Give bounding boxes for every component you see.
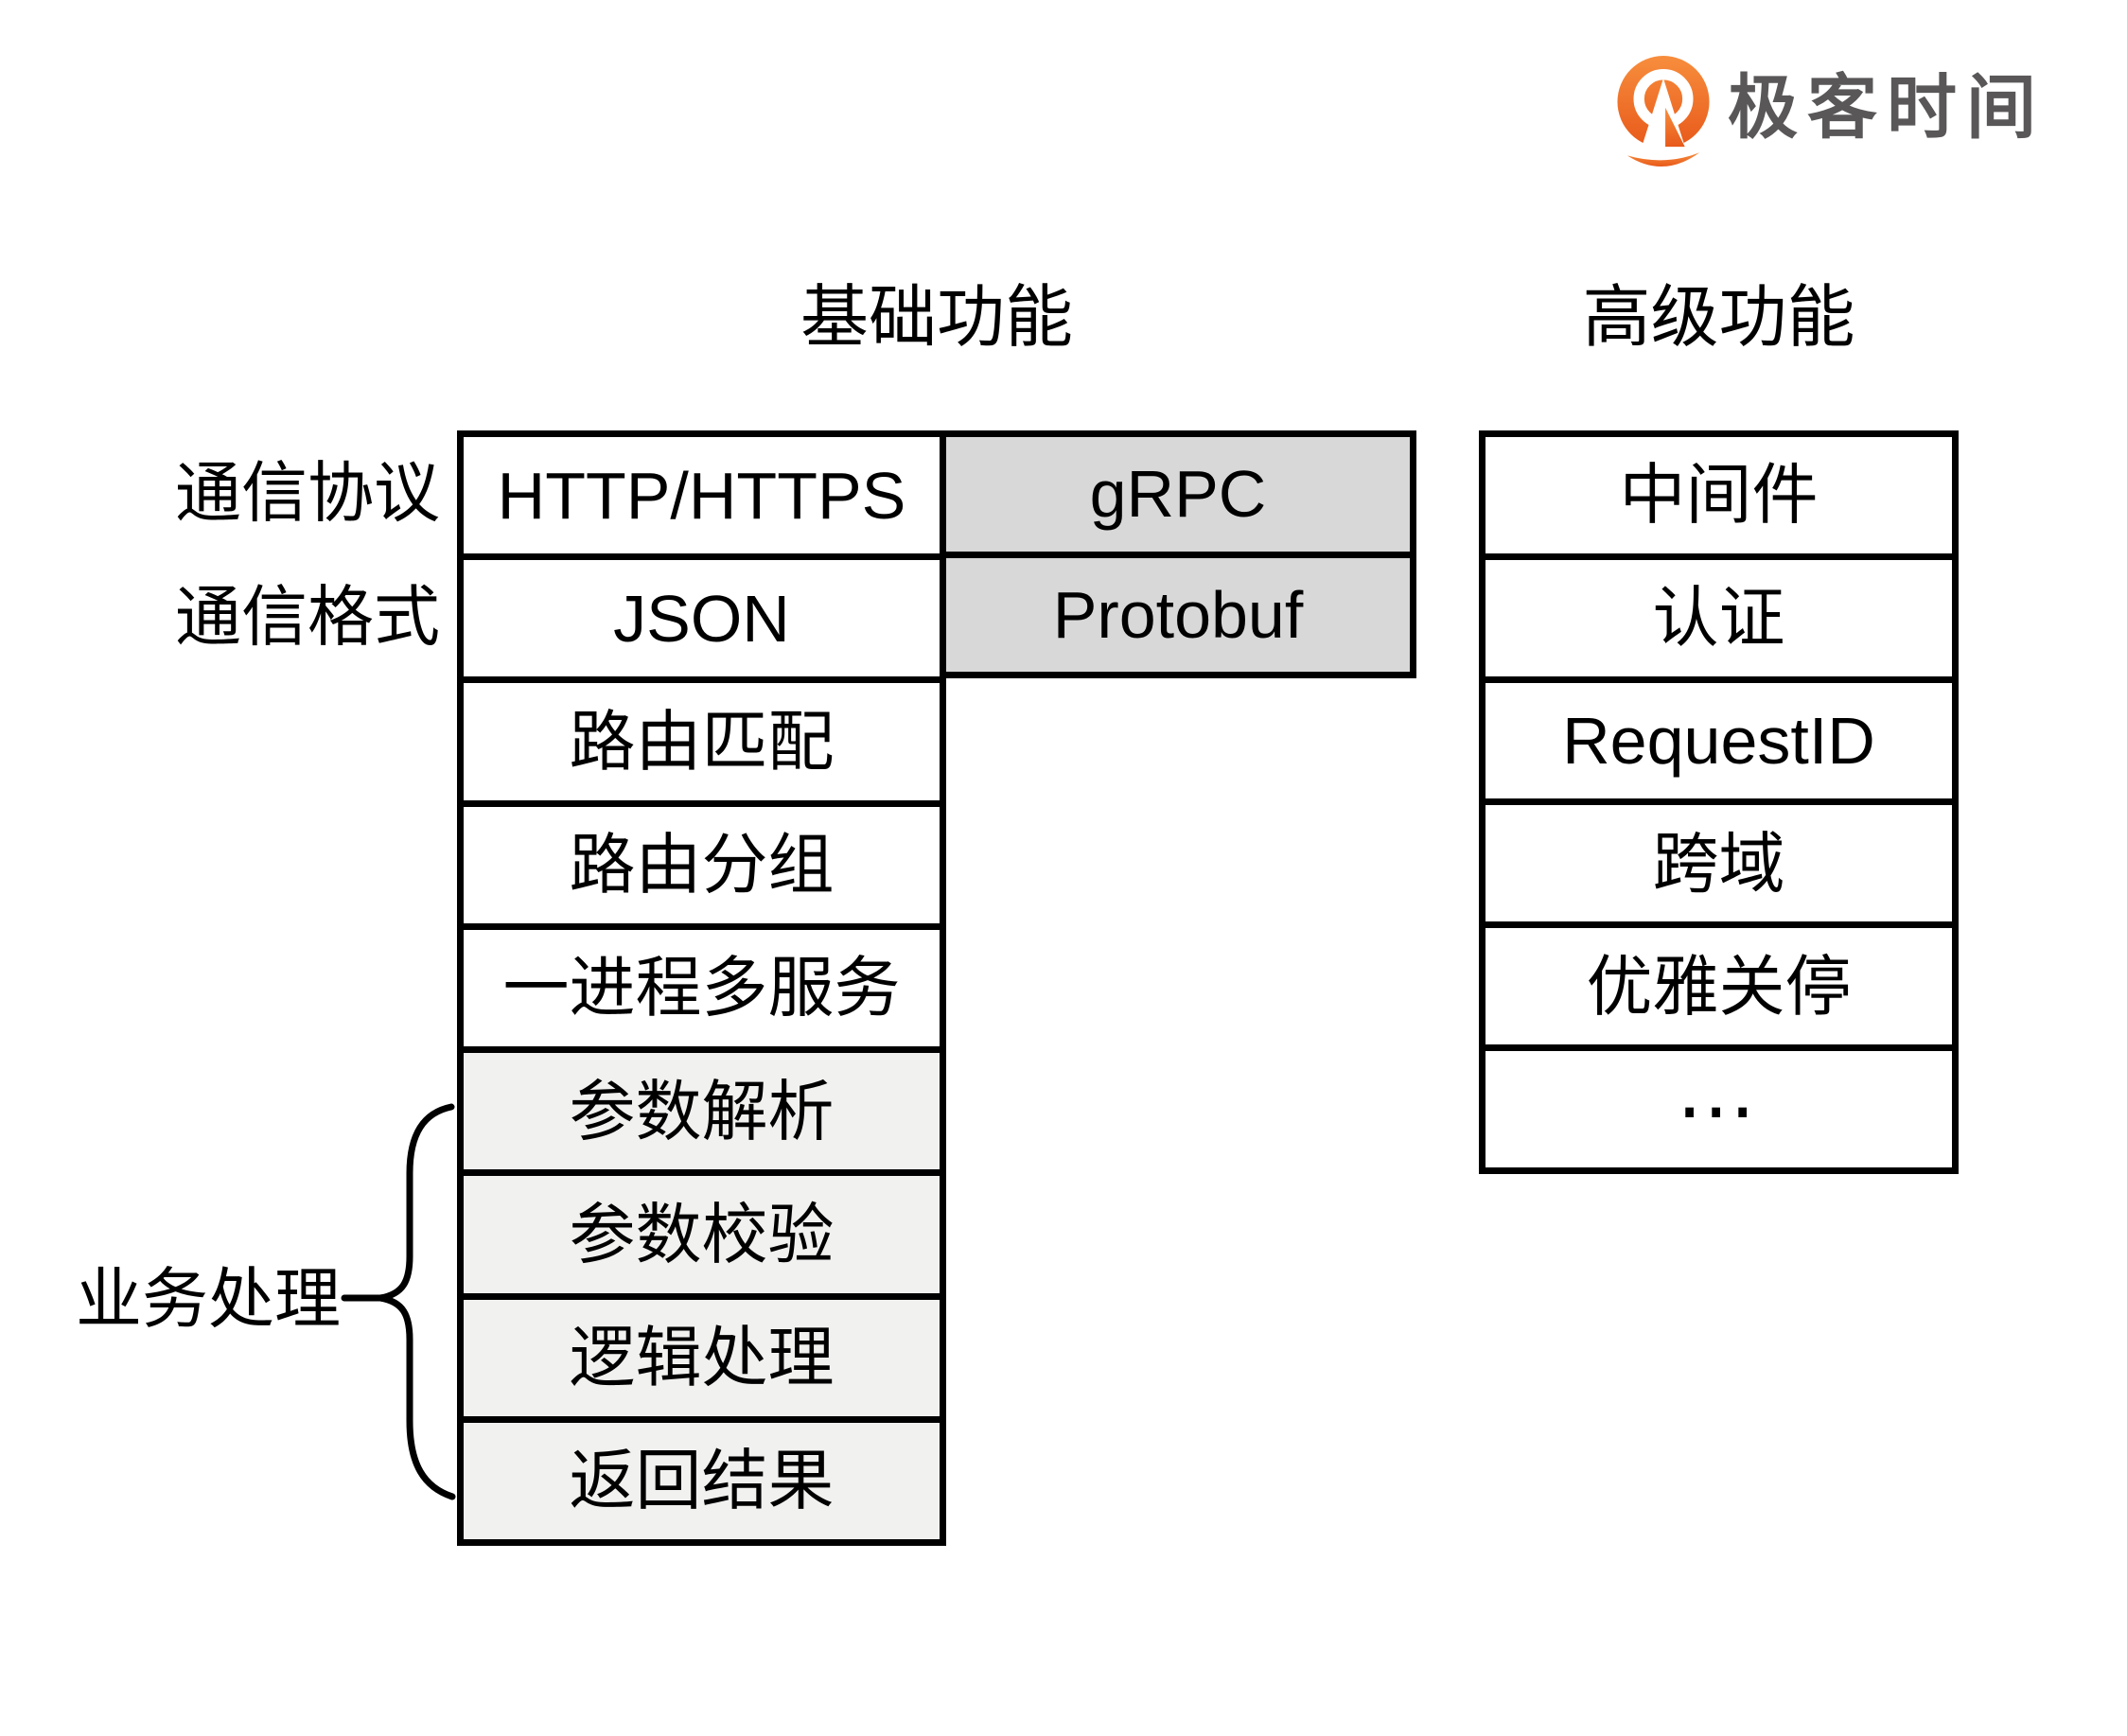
cell-requestid: RequestID: [1485, 682, 1952, 806]
brand-name: 极客时间: [1728, 68, 2046, 147]
basic-alt-column: gRPC Protobuf: [940, 430, 1416, 678]
header-advanced-functions: 高级功能: [1582, 280, 1855, 356]
cell-cors: 跨域: [1485, 805, 1952, 929]
cell-grpc: gRPC: [946, 437, 1410, 558]
cell-param-parse: 参数解析: [464, 1053, 940, 1177]
header-basic-functions: 基础功能: [800, 280, 1073, 356]
label-communication-format: 通信格式: [175, 579, 440, 654]
advanced-column: 中间件 认证 RequestID 跨域 优雅关停 ⋯: [1479, 430, 1959, 1174]
geektime-q-icon: [1617, 56, 1710, 167]
cell-return-result: 返回结果: [464, 1422, 940, 1539]
cell-json: JSON: [464, 560, 940, 684]
cell-param-validate: 参数校验: [464, 1176, 940, 1300]
cell-route-group: 路由分组: [464, 806, 940, 930]
basic-primary-column: HTTP/HTTPS JSON 路由匹配 路由分组 一进程多服务 参数解析 参数…: [457, 430, 946, 1546]
cell-one-process-multi-service: 一进程多服务: [464, 929, 940, 1054]
cell-graceful-shutdown: 优雅关停: [1485, 928, 1952, 1052]
cell-more-ellipsis: ⋯: [1485, 1051, 1952, 1167]
cell-middleware: 中间件: [1485, 437, 1952, 560]
label-business-processing: 业务处理: [76, 1261, 341, 1336]
cell-auth: 认证: [1485, 559, 1952, 683]
cell-http-https: HTTP/HTTPS: [464, 437, 940, 561]
cell-route-match: 路由匹配: [464, 683, 940, 807]
brand-logo: 极客时间: [1614, 55, 2046, 174]
label-communication-protocol: 通信协议: [175, 455, 440, 530]
cell-protobuf: Protobuf: [946, 557, 1410, 672]
cell-logic-process: 逻辑处理: [464, 1299, 940, 1423]
